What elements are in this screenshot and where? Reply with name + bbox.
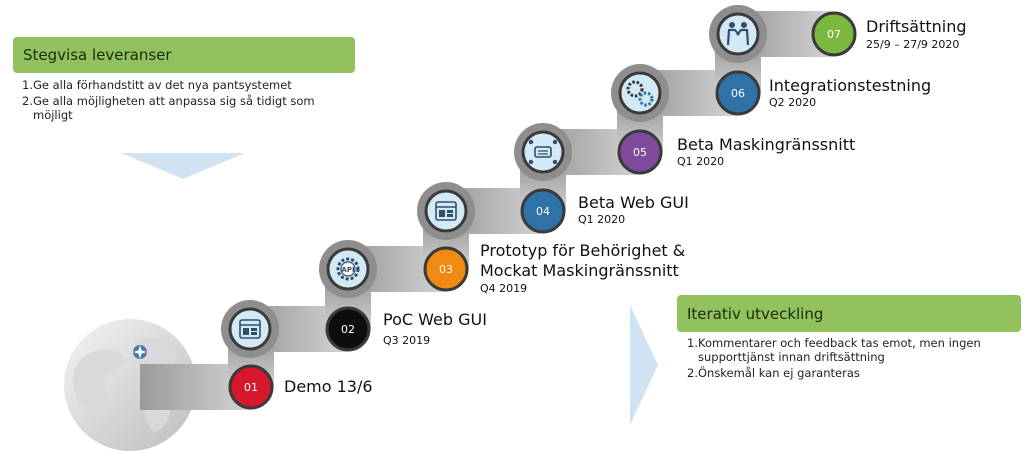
step-06-title: Integrationstestning: [769, 76, 932, 95]
api-gear-icon: API: [326, 247, 370, 291]
list-item: 1.Kommentarer och feedback tas emot, men…: [687, 336, 981, 364]
chevron-right-icon: [630, 305, 658, 425]
gears-icon: [618, 71, 662, 115]
step-05-title: Beta Maskingränssnitt: [677, 135, 856, 154]
list-item: 2.Ge alla möjligheten att anpassa sig så…: [22, 94, 315, 122]
step-02-date: Q3 2019: [383, 334, 431, 347]
dashboard-icon: [424, 189, 468, 233]
step-06-date: Q2 2020: [769, 96, 817, 109]
step-number: 07: [827, 28, 841, 41]
step-number: 02: [341, 323, 355, 336]
right-panel-list: 1.Kommentarer och feedback tas emot, men…: [687, 336, 1007, 382]
handshake-icon: [716, 12, 760, 56]
right-panel-title: Iterativ utveckling: [687, 304, 824, 323]
step-number-badge: 01: [228, 364, 274, 410]
step-number-badge: 05: [617, 129, 663, 175]
step-number-badge: 02: [325, 306, 371, 352]
step-05-date: Q1 2020: [677, 155, 725, 168]
step-number-badge: 04: [520, 188, 566, 234]
left-panel-title: Stegvisa leveranser: [23, 46, 172, 64]
chevron-down-icon: [121, 153, 245, 179]
step-04-date: Q1 2020: [578, 213, 626, 226]
step-number-badge: 07: [811, 11, 857, 57]
step-number: 04: [536, 205, 550, 218]
compass-icon: [133, 345, 147, 359]
svg-text:API: API: [341, 266, 354, 274]
step-number-badge: 06: [715, 70, 761, 116]
list-item: 2.Önskemål kan ej garanteras: [687, 366, 860, 380]
network-icon: [521, 130, 565, 174]
left-panel-header: Stegvisa leveranser: [13, 37, 355, 73]
step-number-badge: 03: [423, 246, 469, 292]
step-01-title: Demo 13/6: [284, 377, 373, 396]
step-03-title-line2: Mockat Maskingränssnitt: [480, 261, 679, 280]
step-number: 05: [633, 146, 647, 159]
step-number: 01: [244, 381, 258, 394]
step-02-title: PoC Web GUI: [383, 310, 487, 329]
step-03-title: Prototyp för Behörighet &: [480, 241, 686, 260]
list-item: 1.Ge alla förhandstitt av det nya pantsy…: [22, 78, 292, 92]
step-number: 03: [439, 263, 453, 276]
right-panel-header: Iterativ utveckling: [677, 295, 1021, 332]
step-07-date: 25/9 – 27/9 2020: [866, 38, 960, 51]
web-layout-icon: [228, 307, 272, 351]
step-04-title: Beta Web GUI: [578, 193, 689, 212]
step-07-title: Driftsättning: [866, 17, 967, 36]
step-number: 06: [731, 87, 745, 100]
step-03-date: Q4 2019: [480, 282, 528, 295]
left-panel-list: 1.Ge alla förhandstitt av det nya pantsy…: [22, 78, 322, 124]
